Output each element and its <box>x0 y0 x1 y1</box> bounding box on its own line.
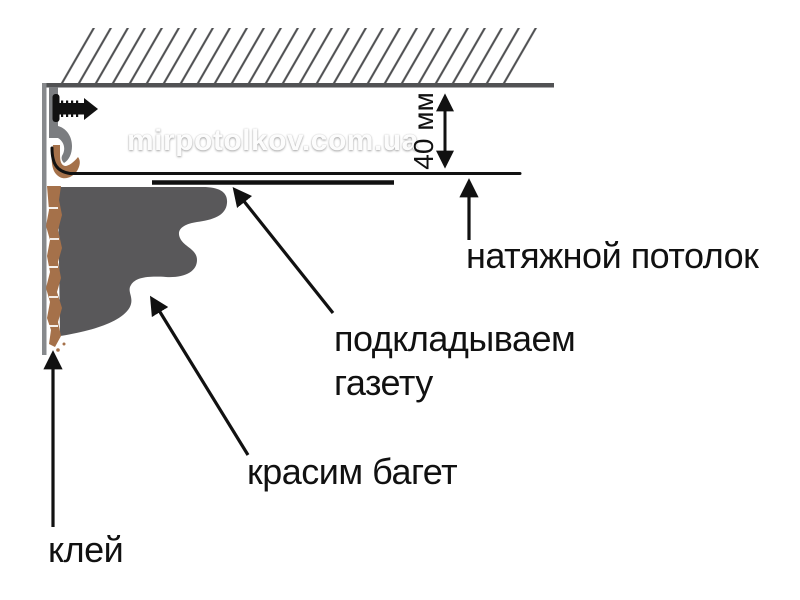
screw-icon <box>52 94 98 122</box>
screw-thread <box>61 100 64 104</box>
glue-speckle <box>62 342 66 346</box>
screw-shaft <box>59 103 85 115</box>
screw-thread <box>76 100 79 104</box>
glue-texture <box>48 325 58 327</box>
paint-molding-arrow <box>149 295 250 456</box>
newspaper-arrow <box>232 186 335 314</box>
watermark-text: mirpotolkov.com.ua <box>127 124 419 157</box>
stretch-ceiling-label: натяжной потолок <box>466 235 759 276</box>
newspaper-label-line2: газету <box>334 362 433 403</box>
screw-thread <box>66 100 69 104</box>
screw-thread <box>76 114 79 117</box>
ceiling-slab-hatch <box>50 28 550 83</box>
stretch-film-line <box>50 146 522 175</box>
glue-texture <box>47 266 58 268</box>
screw-thread <box>71 114 74 117</box>
wall-line <box>42 83 47 355</box>
screw-thread <box>61 114 64 117</box>
paint-molding-label: красим багет <box>247 451 458 492</box>
dimension-label: 40 мм <box>408 92 439 170</box>
screw-thread <box>66 114 69 117</box>
glue-texture <box>49 296 58 298</box>
glue-texture <box>48 207 58 209</box>
glue-speckle <box>56 348 60 352</box>
glue-label: клей <box>48 529 124 570</box>
glue-texture <box>50 238 59 240</box>
screw-head <box>52 94 60 122</box>
molding-shape <box>58 187 228 336</box>
newspaper-label-line1: подкладываем <box>334 318 576 359</box>
ceiling-base-line <box>42 83 554 88</box>
screw-tip <box>84 98 98 120</box>
newspaper-label: подкладываем газету <box>334 317 576 405</box>
screw-thread <box>71 100 74 104</box>
